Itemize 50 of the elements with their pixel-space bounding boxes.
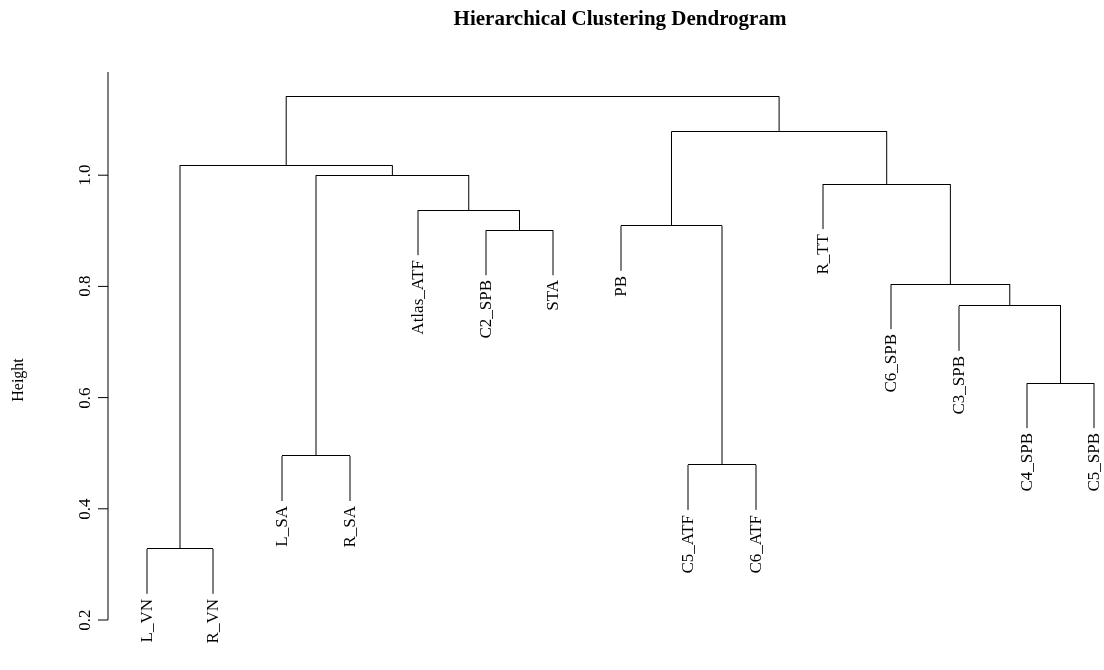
- dendrogram-branch: [285, 95, 287, 166]
- leaf-label: PB: [611, 275, 631, 297]
- leaf-label: R_VN: [203, 598, 223, 644]
- dendrogram-branch: [755, 464, 757, 511]
- dendrogram-branch: [721, 225, 723, 466]
- tick-label: 0.4: [75, 498, 95, 520]
- dendrogram-branch: [315, 174, 317, 457]
- leaf-label: Atlas_ATF: [408, 260, 428, 335]
- dendrogram-branch: [822, 183, 824, 230]
- dendrogram-branch: [212, 548, 214, 595]
- dendrogram-branch: [146, 548, 148, 595]
- tick-label: 1.0: [75, 164, 95, 186]
- dendrogram-branch: [519, 209, 520, 231]
- dendrogram-branch: [958, 305, 960, 352]
- dendrogram-branch: [417, 209, 419, 256]
- dendrogram-branch: [890, 283, 892, 330]
- dendrogram-branch: [778, 95, 780, 132]
- leaf-label: C6_ATF: [746, 514, 766, 574]
- leaf-label: R_TT: [813, 234, 833, 275]
- leaf-label: C5_ATF: [678, 514, 698, 574]
- dendrogram-branch: [687, 464, 689, 511]
- dendrogram-branch: [1060, 305, 1061, 384]
- dendrogram-branch: [281, 455, 283, 502]
- leaf-label: C4_SPB: [1017, 433, 1037, 492]
- tick-label: 0.6: [75, 386, 95, 409]
- dendrogram-branch: [468, 174, 470, 211]
- axis-title: Height: [8, 358, 28, 402]
- dendrogram-branch: [391, 164, 393, 176]
- dendrogram-branch: [1093, 382, 1095, 429]
- leaf-label: C5_SPB: [1084, 433, 1104, 492]
- leaf-label: R_SA: [340, 505, 360, 548]
- dendrogram-branch: [349, 455, 351, 502]
- dendrogram-branch: [671, 130, 672, 227]
- leaf-label: L_VN: [137, 598, 157, 643]
- tick-label: 0.2: [75, 609, 95, 631]
- leaf-label: L_SA: [272, 505, 292, 547]
- dendrogram-branch: [949, 183, 951, 285]
- leaf-label: STA: [543, 280, 563, 311]
- dendrogram-branch: [620, 225, 622, 272]
- dendrogram-branch: [485, 229, 487, 276]
- leaf-label: C3_SPB: [949, 355, 969, 415]
- leaf-label: C2_SPB: [476, 280, 496, 339]
- dendrogram-branch: [1009, 283, 1011, 307]
- leaf-label: C6_SPB: [881, 334, 901, 393]
- dendrogram-branch: [552, 229, 554, 276]
- chart-title: Hierarchical Clustering Dendrogram: [452, 6, 788, 31]
- tick-label: 0.8: [75, 275, 95, 297]
- dendrogram-branch: [179, 164, 181, 550]
- dendrogram-branch: [886, 130, 888, 185]
- dendrogram-branch: [1026, 382, 1028, 429]
